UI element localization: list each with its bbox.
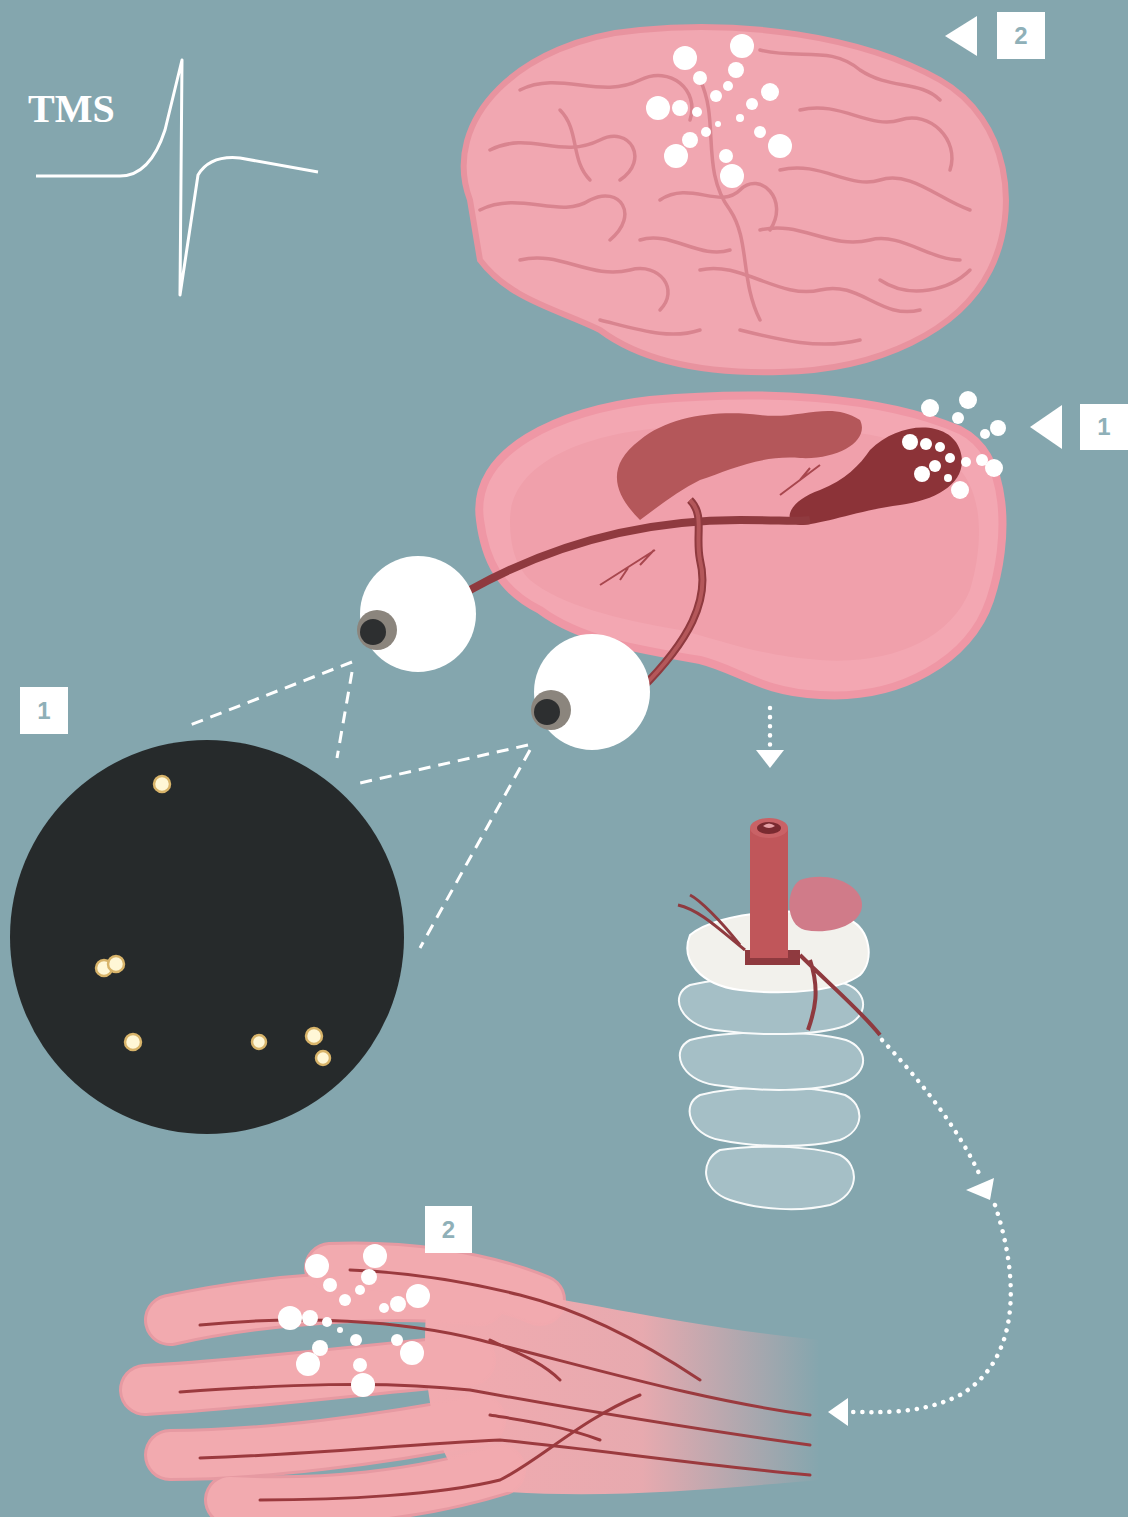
stimulation-dots [646, 34, 792, 188]
callout-number: 2 [425, 1206, 472, 1253]
technique-label: TMS [28, 82, 168, 134]
signal-path [756, 708, 784, 768]
brain-gyri [480, 50, 970, 344]
callout-number: 1 [20, 687, 68, 734]
stimulation-dots [902, 391, 1006, 499]
stimulation-dots [278, 1244, 430, 1397]
callout-number: 2 [997, 12, 1045, 59]
spine [678, 818, 880, 1209]
brain-section [470, 391, 1006, 695]
signal-path [828, 1040, 1011, 1426]
brain-outline [464, 27, 1006, 372]
brain [464, 27, 1006, 372]
callout-number: 1 [1080, 404, 1128, 450]
pointer-triangle [1030, 405, 1062, 449]
eyes [357, 556, 650, 750]
pointer-triangle [945, 16, 977, 56]
visual-field [10, 740, 404, 1134]
phosphenes [96, 776, 330, 1065]
hand [145, 1244, 820, 1501]
